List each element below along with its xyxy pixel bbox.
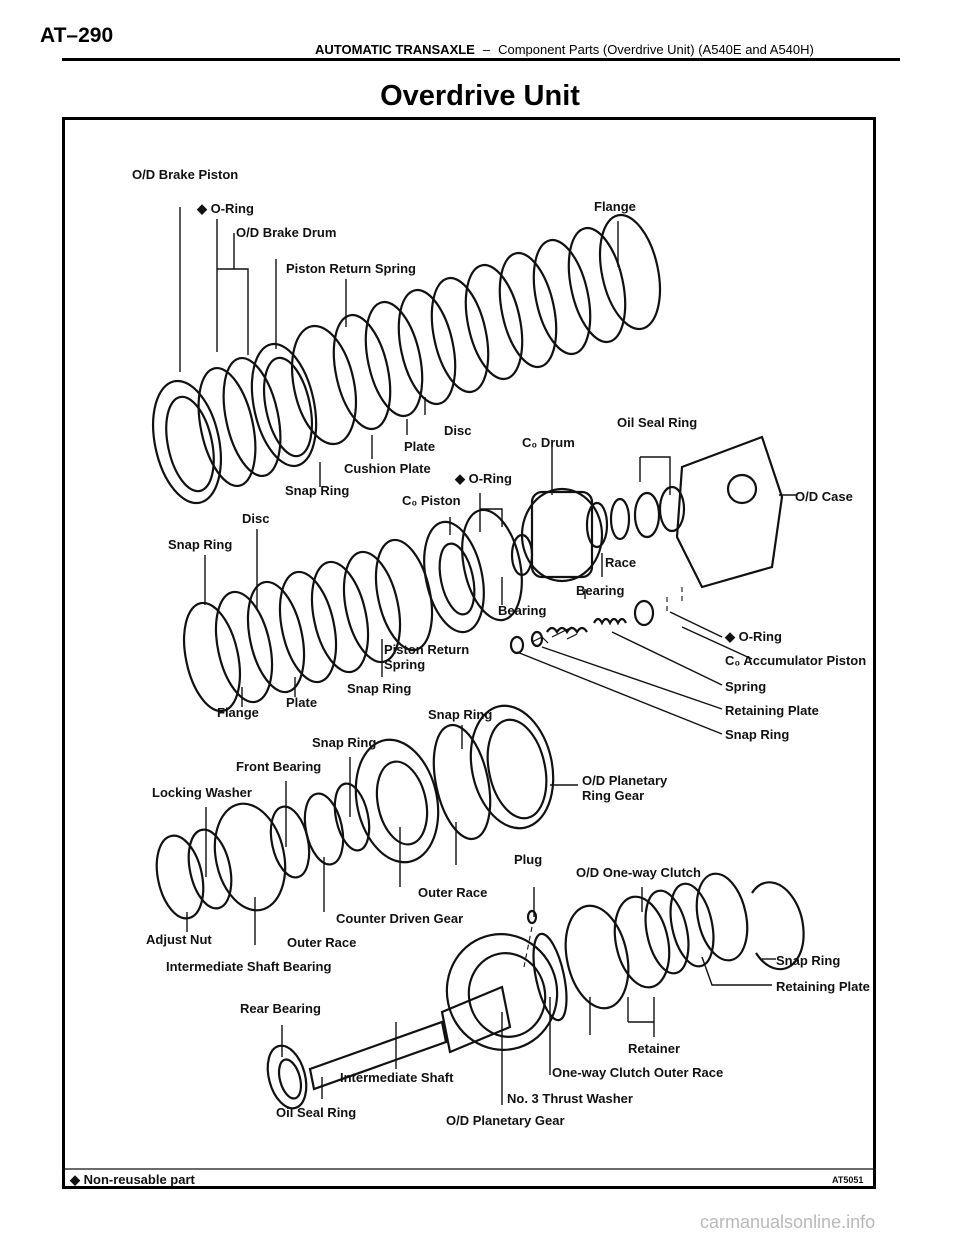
- label-rear-bearing: Rear Bearing: [240, 1001, 321, 1016]
- label-disc-1: Disc: [444, 423, 471, 438]
- section-title: AUTOMATIC TRANSAXLE: [315, 42, 475, 57]
- legend-non-reusable: ◆ Non-reusable part: [69, 1172, 196, 1187]
- od-brake-pack-drawing: [152, 213, 662, 505]
- label-plug: Plug: [514, 852, 542, 867]
- label-retainer: Retainer: [628, 1041, 680, 1056]
- label-outer-race-2: Outer Race: [287, 935, 356, 950]
- label-c0-drum: C₀ Drum: [522, 435, 575, 450]
- section-subtitle: Component Parts (Overdrive Unit) (A540E …: [498, 42, 814, 57]
- label-intermediate-shaft-bearing: Intermediate Shaft Bearing: [166, 959, 331, 974]
- label-intermediate-shaft: Intermediate Shaft: [340, 1070, 454, 1085]
- label-flange-1: Flange: [594, 199, 636, 214]
- label-oil-seal-ring-2: Oil Seal Ring: [276, 1105, 356, 1120]
- label-od-one-way-clutch: O/D One-way Clutch: [576, 865, 701, 880]
- label-locking-washer: Locking Washer: [152, 785, 252, 800]
- label-no3-thrust-washer: No. 3 Thrust Washer: [507, 1091, 633, 1106]
- header-rule: [62, 58, 900, 61]
- label-retaining-plate-1: Retaining Plate: [725, 703, 819, 718]
- label-snap-ring-5: Snap Ring: [725, 727, 789, 742]
- label-front-bearing: Front Bearing: [236, 759, 321, 774]
- intermediate-shaft-drawing: [266, 872, 805, 1110]
- label-piston-return-spring-2b: Spring: [384, 657, 425, 672]
- label-o-ring-1: ◆ O-Ring: [196, 201, 254, 216]
- label-spring: Spring: [725, 679, 766, 694]
- label-snap-ring-3: Snap Ring: [347, 681, 411, 696]
- label-piston-return-spring-1: Piston Return Spring: [286, 261, 416, 276]
- running-header: AUTOMATIC TRANSAXLE–Component Parts (Ove…: [315, 42, 814, 57]
- label-race: Race: [605, 555, 636, 570]
- label-flange-2: Flange: [217, 705, 259, 720]
- leader-lines: [179, 207, 797, 1105]
- planetary-ring-gear-drawing: [155, 704, 555, 920]
- label-od-planetary-gear: O/D Planetary Gear: [446, 1113, 565, 1128]
- exploded-diagram: O/D Brake Piston ◆ O-Ring O/D Brake Drum…: [62, 167, 876, 1187]
- label-od-brake-piston: O/D Brake Piston: [132, 167, 238, 182]
- label-snap-ring-6: Snap Ring: [312, 735, 376, 750]
- label-snap-ring-4: Snap Ring: [428, 707, 492, 722]
- label-od-brake-drum: O/D Brake Drum: [236, 225, 336, 240]
- page-number: AT–290: [40, 24, 114, 47]
- label-retaining-plate-2: Retaining Plate: [776, 979, 870, 994]
- label-piston-return-spring-2a: Piston Return: [384, 642, 469, 657]
- label-od-planetary-ring-gear-a: O/D Planetary: [582, 773, 668, 788]
- label-snap-ring-2: Snap Ring: [168, 537, 232, 552]
- label-bearing-1: Bearing: [576, 583, 624, 598]
- label-oil-seal-ring-1: Oil Seal Ring: [617, 415, 697, 430]
- label-counter-driven-gear: Counter Driven Gear: [336, 911, 463, 926]
- label-o-ring-3: ◆ O-Ring: [724, 629, 782, 644]
- label-od-case: O/D Case: [795, 489, 853, 504]
- c0-clutch-pack-drawing: [183, 435, 784, 713]
- header-separator: –: [482, 42, 491, 57]
- label-disc-2: Disc: [242, 511, 269, 526]
- label-o-ring-2: ◆ O-Ring: [454, 471, 512, 486]
- page-title: Overdrive Unit: [380, 80, 580, 112]
- watermark: carmanualsonline.info: [700, 1212, 876, 1232]
- part-labels: O/D Brake Piston ◆ O-Ring O/D Brake Drum…: [132, 167, 870, 1128]
- figure-code: AT5051: [832, 1175, 863, 1185]
- label-outer-race-1: Outer Race: [418, 885, 487, 900]
- label-snap-ring-1: Snap Ring: [285, 483, 349, 498]
- figure-frame: [62, 117, 876, 1189]
- label-plate-1: Plate: [404, 439, 435, 454]
- label-od-planetary-ring-gear-b: Ring Gear: [582, 788, 644, 803]
- label-bearing-2: Bearing: [498, 603, 546, 618]
- label-one-way-clutch-outer-race: One-way Clutch Outer Race: [552, 1065, 723, 1080]
- label-plate-2: Plate: [286, 695, 317, 710]
- label-c0-piston: C₀ Piston: [402, 493, 461, 508]
- label-cushion-plate: Cushion Plate: [344, 461, 431, 476]
- label-adjust-nut: Adjust Nut: [146, 932, 212, 947]
- label-snap-ring-7: Snap Ring: [776, 953, 840, 968]
- label-c0-accumulator-piston: C₀ Accumulator Piston: [725, 653, 866, 668]
